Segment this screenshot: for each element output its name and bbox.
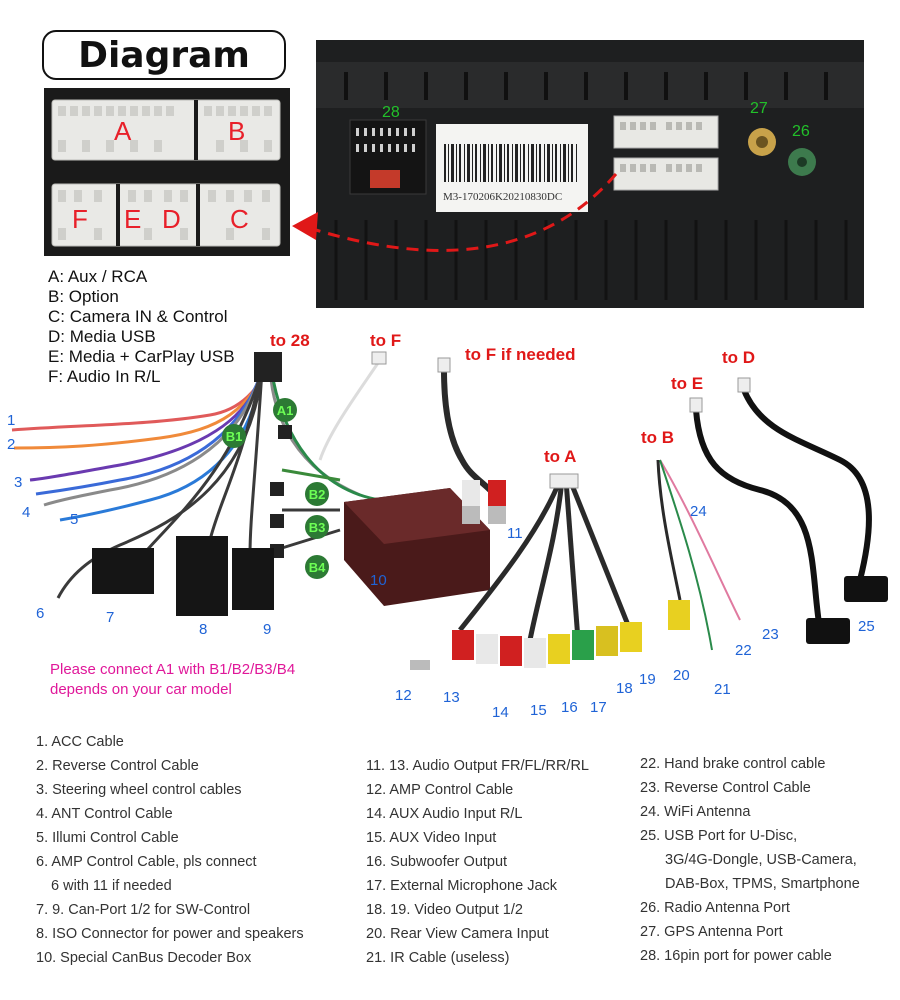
connector-key-e: E: Media + CarPlay USB [48,347,235,366]
legend-item: 22. Hand brake control cable [640,756,826,772]
note-line-1: Please connect A1 with B1/B2/B3/B4 [50,661,296,678]
item-number-2: 2 [7,436,16,453]
legend-item: 4. ANT Control Cable [36,806,173,822]
red-arrow-icon [292,212,318,240]
item-number-21: 21 [714,681,731,698]
item-number-10: 10 [370,572,387,589]
item-number-3: 3 [14,474,23,491]
legend-item: 15. AUX Video Input [366,830,497,846]
connector-label-d: D [162,204,181,234]
legend-item: 28. 16pin port for power cable [640,948,832,964]
item-number-22: 22 [735,642,752,659]
label-to-e: to E [671,374,704,393]
item-number-20: 20 [673,667,690,684]
label-to-f-if-needed: to F if needed [465,345,576,364]
item-number-24: 24 [690,503,707,520]
label-to-28: to 28 [270,331,310,350]
note-line-2: depends on your car model [50,681,232,698]
item-number-19: 19 [639,671,656,688]
connector-label-f: F [72,204,88,234]
label-to-f: to F [370,331,402,350]
port-number-26: 26 [792,123,810,140]
legend-item: 26. Radio Antenna Port [640,900,790,916]
legend-item: 25. USB Port for U-Disc, [640,828,798,844]
connector-key-c: C: Camera IN & Control [48,307,228,326]
badge-b1: B1 [222,424,246,448]
legend-item: 11. 13. Audio Output FR/FL/RR/RL [366,758,589,774]
legend-item: 12. AMP Control Cable [366,782,514,798]
item-number-23: 23 [762,626,779,643]
legend-item: 20. Rear View Camera Input [366,926,549,942]
badge-b4: B4 [305,555,329,579]
item-number-9: 9 [263,621,272,638]
connector-key-a: A: Aux / RCA [48,267,148,286]
legend-item: 24. WiFi Antenna [640,804,751,820]
legend-item: 3G/4G-Dongle, USB-Camera, [665,852,857,868]
item-number-25: 25 [858,618,875,635]
item-number-4: 4 [22,504,31,521]
legend-item: 1. ACC Cable [36,734,124,750]
item-number-16: 16 [561,699,578,716]
legend-item: 5. Illumi Control Cable [36,830,179,846]
connector-key-d: D: Media USB [48,327,156,346]
badge-a1: A1 [273,398,297,422]
item-number-12: 12 [395,687,412,704]
sticker-code: M3-170206K20210830DC [443,191,562,203]
legend-item: 21. IR Cable (useless) [366,950,510,966]
item-number-6: 6 [36,605,45,622]
item-number-13: 13 [443,689,460,706]
item-number-18: 18 [616,680,633,697]
connection-note: Please connect A1 with B1/B2/B3/B4 depen… [50,660,295,700]
item-number-8: 8 [199,621,208,638]
connector-label-a: A [114,116,132,146]
legend-item: 23. Reverse Control Cable [640,780,811,796]
item-number-1: 1 [7,412,16,429]
label-to-a: to A [544,447,577,466]
legend-item: 2. Reverse Control Cable [36,758,199,774]
port-number-27: 27 [750,100,768,117]
legend-column-2: 11. 13. Audio Output FR/FL/RR/RL 12. AMP… [366,754,589,970]
connector-photo: A B F E D C [44,88,290,256]
item-number-11: 11 [507,525,523,542]
connector-key-b: B: Option [48,287,119,306]
legend-item: 7. 9. Can-Port 1/2 for SW-Control [36,902,251,918]
connector-label-e: E [124,204,141,234]
legend-column-3: 22. Hand brake control cable 23. Reverse… [640,752,860,968]
item-number-14: 14 [492,704,509,721]
label-to-d: to D [722,348,756,367]
legend-item: 27. GPS Antenna Port [640,924,783,940]
cables-illustration [11,351,888,670]
diagram-title: Diagram [42,30,286,80]
legend-item: 6. AMP Control Cable, pls connect [36,854,257,870]
port-number-28: 28 [382,104,400,121]
legend-item: 16. Subwoofer Output [366,854,508,870]
item-number-7: 7 [106,609,115,626]
legend-item: 8. ISO Connector for power and speakers [36,926,304,942]
legend-item: 18. 19. Video Output 1/2 [366,902,523,918]
item-number-15: 15 [530,702,547,719]
legend-column-1: 1. ACC Cable 2. Reverse Control Cable 3.… [36,730,304,970]
badge-b3: B3 [305,515,329,539]
connector-label-c: C [230,204,249,234]
item-number-17: 17 [590,699,607,716]
legend-item: DAB-Box, TPMS, Smartphone [665,876,860,892]
connector-label-b: B [228,116,245,146]
badge-b2: B2 [305,482,329,506]
head-unit-rear-photo: M3-170206K20210830DC 28 27 [315,40,864,308]
legend-item: 10. Special CanBus Decoder Box [36,950,252,966]
label-to-b: to B [641,428,675,447]
legend-item: 3. Steering wheel control cables [36,782,242,798]
legend-item: 6 with 11 if needed [51,878,172,894]
legend-item: 17. External Microphone Jack [366,878,558,894]
item-number-5: 5 [70,511,79,528]
connector-key-f: F: Audio In R/L [48,367,161,386]
legend-item: 14. AUX Audio Input R/L [366,806,523,822]
